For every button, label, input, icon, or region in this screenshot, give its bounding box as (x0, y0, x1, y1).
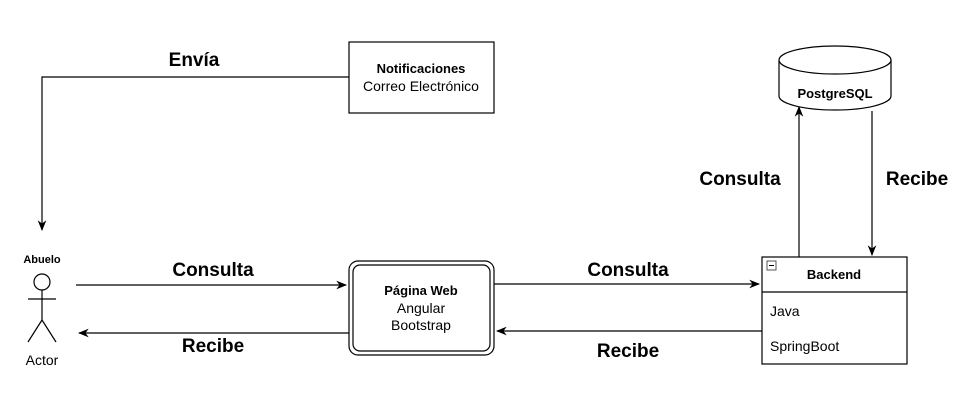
edge-label-db-to-backend: Recibe (886, 169, 948, 190)
edge-label-web-to-actor: Recibe (182, 336, 244, 357)
pagina-web-line2: Bootstrap (391, 317, 451, 333)
edge-label-backend-to-web: Recibe (597, 341, 659, 362)
collapse-toggle-icon[interactable] (766, 260, 777, 271)
pagina-web-node[interactable]: Página Web Angular Bootstrap (348, 260, 495, 356)
edge-label-actor-to-web: Consulta (172, 260, 254, 281)
postgresql-title: PostgreSQL (797, 86, 872, 101)
pagina-web-title: Página Web (384, 283, 458, 298)
pagina-web-line1: Angular (397, 300, 446, 316)
edge-label-backend-to-db: Consulta (699, 169, 781, 190)
edge-label-envia: Envía (169, 50, 220, 71)
actor-name: Abuelo (23, 254, 61, 266)
edge-label-web-to-backend: Consulta (587, 260, 669, 281)
backend-node[interactable]: Backend Java SpringBoot (761, 256, 908, 365)
backend-item-springboot: SpringBoot (770, 338, 839, 354)
notificaciones-subtitle: Correo Electrónico (363, 78, 479, 94)
notificaciones-title: Notificaciones (377, 61, 466, 76)
actor-figure-icon (27, 273, 57, 343)
edge-envia (37, 76, 349, 232)
database-cylinder-icon (778, 45, 892, 111)
backend-item-java: Java (770, 303, 800, 319)
notificaciones-node[interactable]: Notificaciones Correo Electrónico (348, 41, 495, 114)
actor-node[interactable]: Abuelo Actor (23, 254, 61, 368)
backend-title: Backend (807, 267, 861, 282)
postgresql-node[interactable]: PostgreSQL (778, 45, 892, 111)
actor-label: Actor (26, 352, 59, 368)
